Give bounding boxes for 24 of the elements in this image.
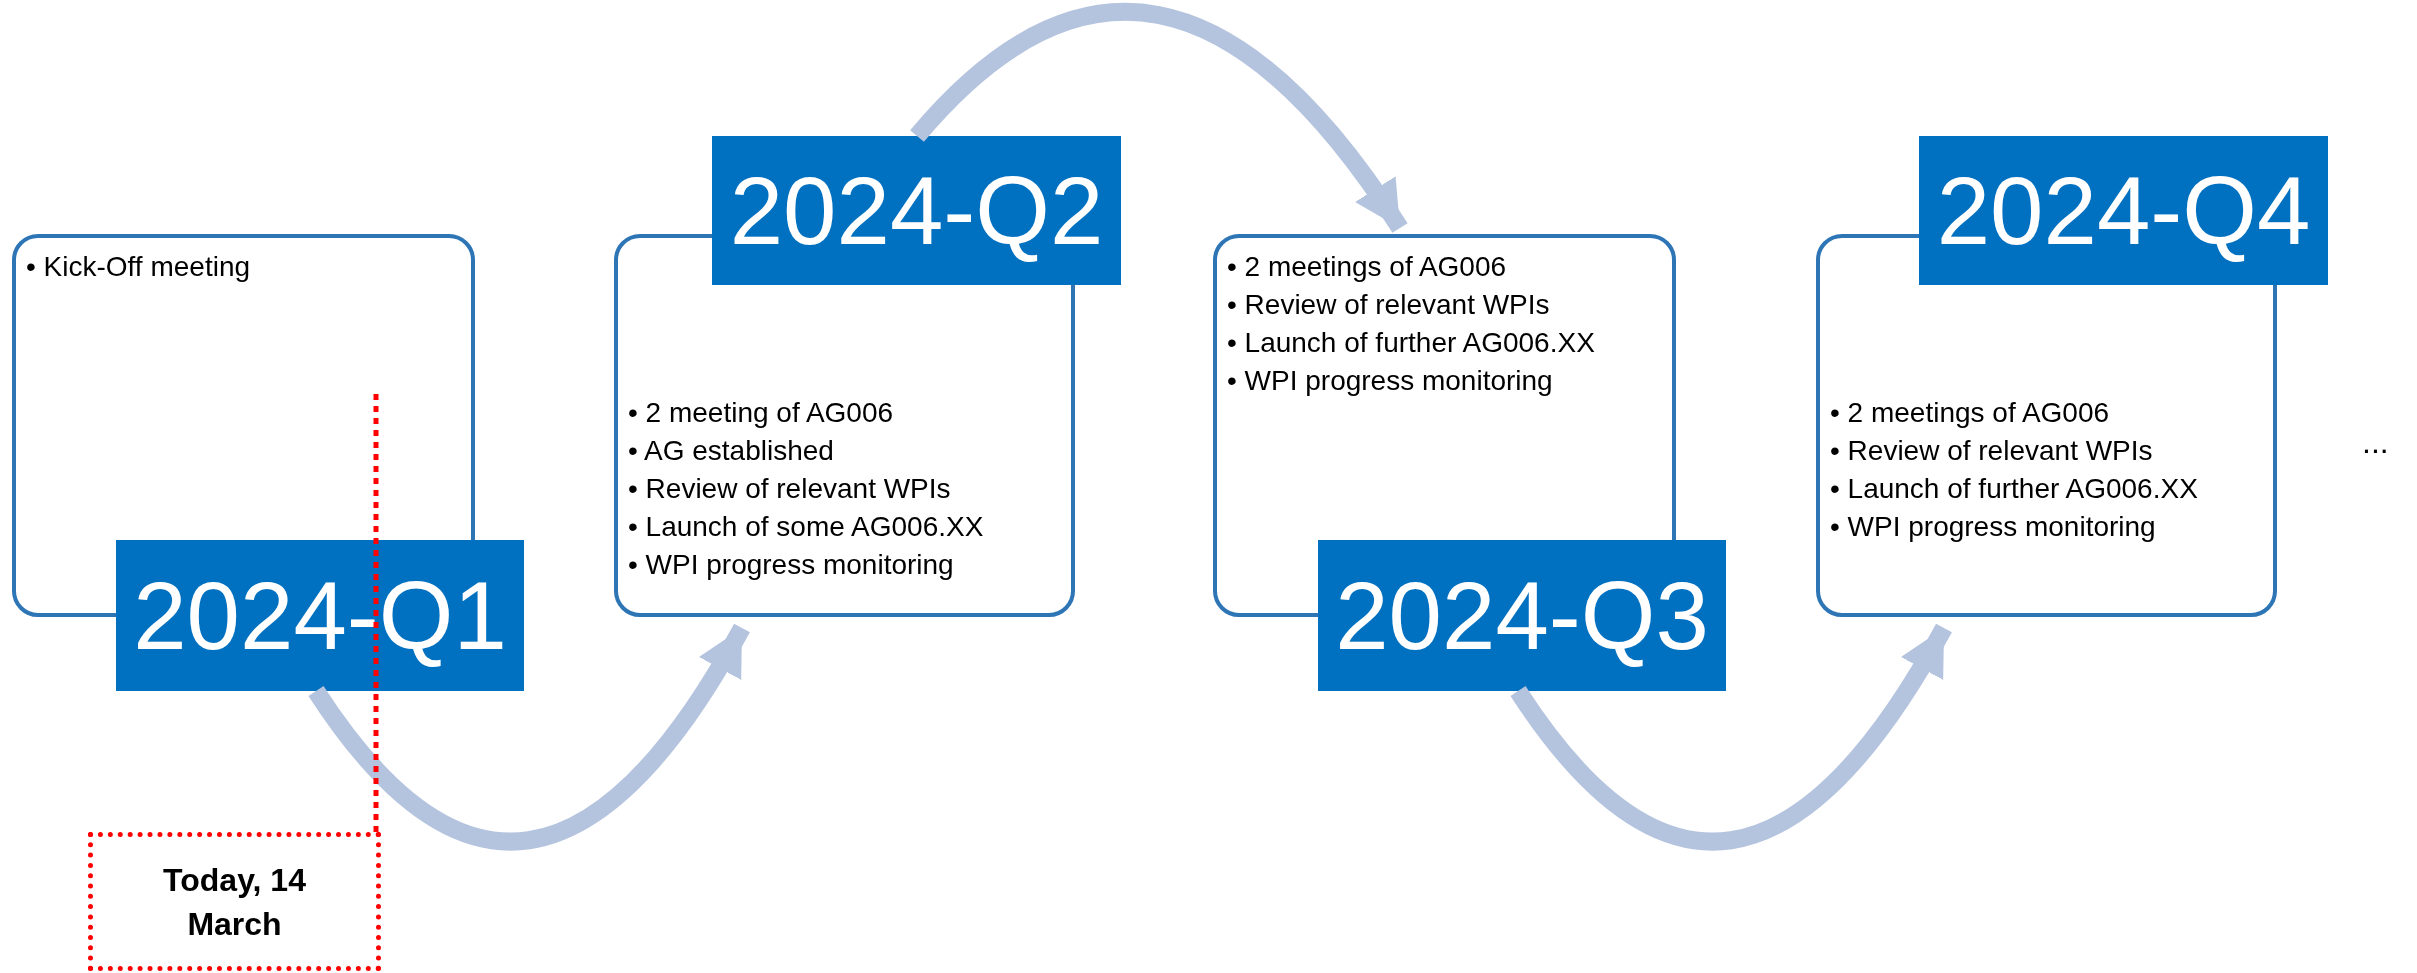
bullet-item: • Review of relevant WPIs: [628, 472, 952, 506]
bullet-item: • WPI progress monitoring: [628, 548, 955, 582]
bullet-item: • WPI progress monitoring: [1227, 364, 1554, 398]
bullet-item: • Launch of some AG006.XX: [628, 510, 985, 544]
bullet-item: • WPI progress monitoring: [1830, 510, 2157, 544]
bullet-item: • 2 meetings of AG006: [1830, 396, 2111, 430]
leader-line: [373, 393, 379, 832]
quarter-heading: 2024-Q2: [712, 136, 1121, 285]
bullet-item: • Launch of further AG006.XX: [1830, 472, 2199, 506]
bullet-item: • Review of relevant WPIs: [1830, 434, 2154, 468]
callout-box: Today, 14 March: [88, 832, 381, 971]
quarter-heading: 2024-Q1: [116, 540, 524, 691]
bullet-item: • 2 meetings of AG006: [1227, 250, 1508, 284]
ellipsis-text: ...: [2362, 423, 2389, 462]
bullet-item: • AG established: [628, 434, 835, 468]
bullet-item: • Kick-Off meeting: [26, 250, 252, 284]
bullet-item: • Review of relevant WPIs: [1227, 288, 1551, 322]
bullet-item: • Launch of further AG006.XX: [1227, 326, 1596, 360]
quarter-heading: 2024-Q4: [1919, 136, 2328, 285]
curved-arrow: [308, 623, 750, 850]
curved-arrow: [1510, 623, 1952, 850]
bullet-item: • 2 meeting of AG006: [628, 396, 895, 430]
quarter-heading: 2024-Q3: [1318, 540, 1726, 691]
curved-arrow: [910, 3, 1408, 234]
